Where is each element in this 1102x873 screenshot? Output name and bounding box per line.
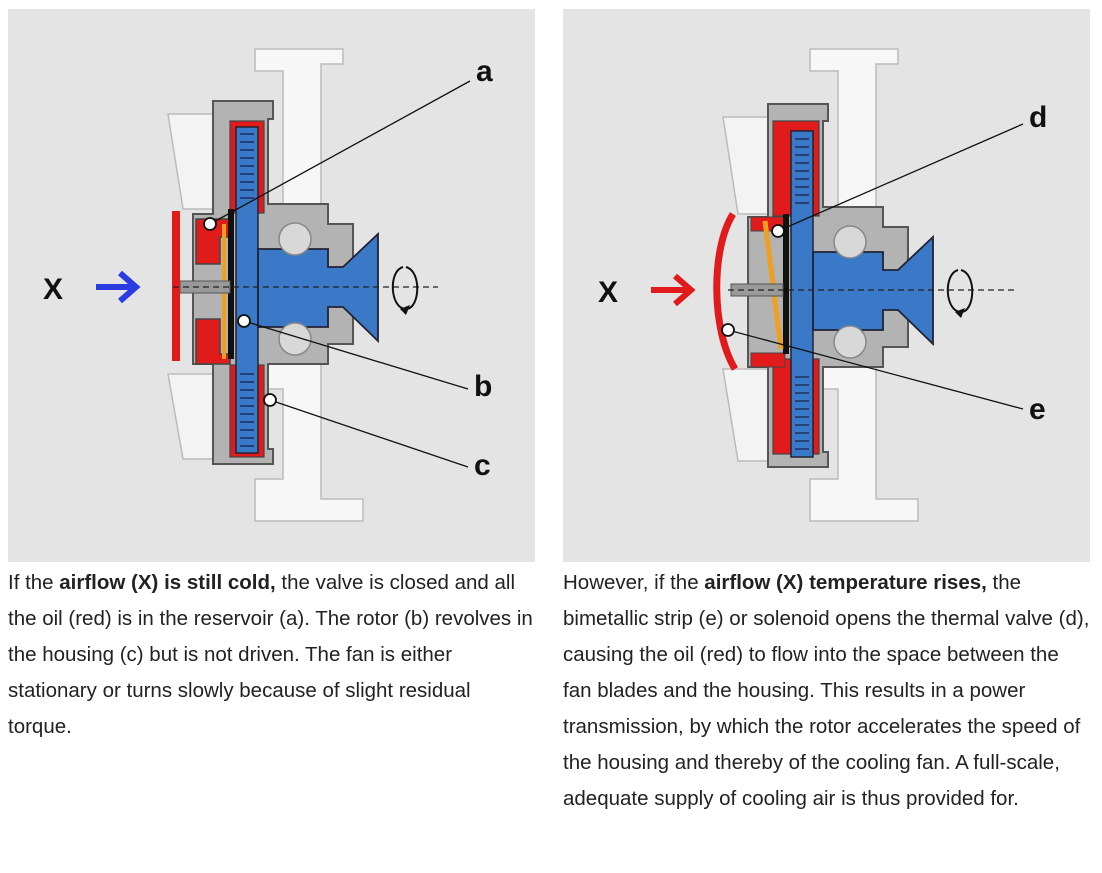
front-cover-plate xyxy=(172,211,180,361)
marker-c xyxy=(263,393,277,407)
leader-a xyxy=(209,80,471,225)
bimetal-front-curve xyxy=(713,212,739,371)
rotor-grooves xyxy=(240,133,254,447)
label-x: X xyxy=(43,273,63,306)
rotation-arrowhead-icon xyxy=(955,308,965,318)
leader-b xyxy=(243,320,469,390)
caption-hot-bold: airflow (X) temperature rises, xyxy=(704,571,987,594)
rotor-disc xyxy=(790,130,814,458)
caption-hot: However, if the airflow (X) temperature … xyxy=(563,565,1090,817)
caption-cold-post: the valve is closed and all the oil (red… xyxy=(8,571,533,738)
label-b: b xyxy=(474,370,492,403)
caption-hot-post: the bimetallic strip (e) or solenoid ope… xyxy=(563,571,1090,810)
bearing-bottom xyxy=(833,325,867,359)
marker-e xyxy=(721,323,735,337)
caption-hot-pre: However, if the xyxy=(563,571,705,594)
oil-gap-bottom xyxy=(750,352,786,368)
label-x: X xyxy=(598,276,618,309)
rotation-arrowhead-icon xyxy=(400,305,410,315)
bearing-bottom xyxy=(278,322,312,356)
diagram-cold: X a b c xyxy=(8,9,535,562)
airflow-arrow-icon xyxy=(96,270,141,304)
marker-a xyxy=(203,217,217,231)
rotation-arrow-icon xyxy=(946,269,974,314)
marker-b xyxy=(237,314,251,328)
airflow-arrow-icon xyxy=(651,273,696,307)
label-c: c xyxy=(474,449,491,482)
bearing-top xyxy=(833,225,867,259)
leader-d xyxy=(777,123,1024,232)
bearing-top xyxy=(278,222,312,256)
marker-d xyxy=(771,224,785,238)
label-e: e xyxy=(1029,393,1046,426)
leader-c xyxy=(269,399,469,468)
rotation-arrow-icon xyxy=(391,266,419,311)
label-d: d xyxy=(1029,101,1047,134)
diagram-hot: X d e xyxy=(563,9,1090,562)
leader-e xyxy=(727,329,1024,410)
label-a: a xyxy=(476,55,493,88)
caption-cold-bold: airflow (X) is still cold, xyxy=(59,571,276,594)
viscous-coupling-hot-diagram: X d e xyxy=(598,48,1047,522)
viscous-coupling-cold-diagram: X a b c xyxy=(43,48,493,522)
rotor-disc xyxy=(235,126,259,454)
caption-cold-pre: If the xyxy=(8,571,60,594)
panel-hot: X d e However, if the airflow (X) temper… xyxy=(563,0,1090,817)
panel-cold: X a b c If the airflow (X) is still cold… xyxy=(8,0,535,745)
rotor-grooves xyxy=(795,138,809,450)
valve-plate xyxy=(783,214,789,354)
valve-plate xyxy=(228,209,234,359)
caption-cold: If the airflow (X) is still cold, the va… xyxy=(8,565,535,745)
